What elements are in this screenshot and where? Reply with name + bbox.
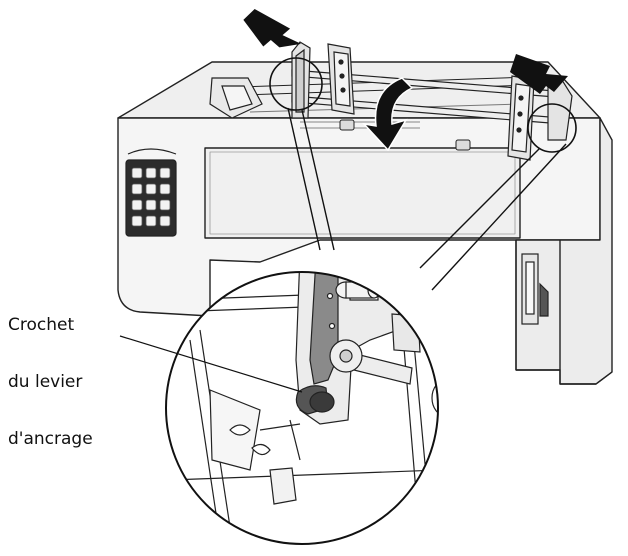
- control-panel: [125, 148, 177, 237]
- side-knob: [521, 253, 549, 325]
- arrow-right-icon: [510, 54, 568, 94]
- callout-line-1: Crochet: [8, 315, 75, 335]
- callout-line-2: du levier: [8, 372, 83, 392]
- curved-arrow-down-icon: [361, 77, 414, 152]
- callout-leader-line: [119, 335, 303, 393]
- left-housing: [209, 77, 263, 119]
- highlight-circle-right: [527, 103, 577, 153]
- magnified-detail: [165, 271, 439, 545]
- callout-line-3: d'ancrage: [8, 429, 93, 449]
- shaft-rollers: [339, 119, 471, 151]
- arrow-left-icon: [243, 9, 302, 48]
- callout-label: Crochet du levier d'ancrage: [8, 278, 93, 468]
- right-tractor: [507, 75, 573, 161]
- magnifier-leader-lines: [287, 107, 567, 291]
- left-tractor: [291, 41, 355, 119]
- highlight-circle-left: [269, 57, 323, 111]
